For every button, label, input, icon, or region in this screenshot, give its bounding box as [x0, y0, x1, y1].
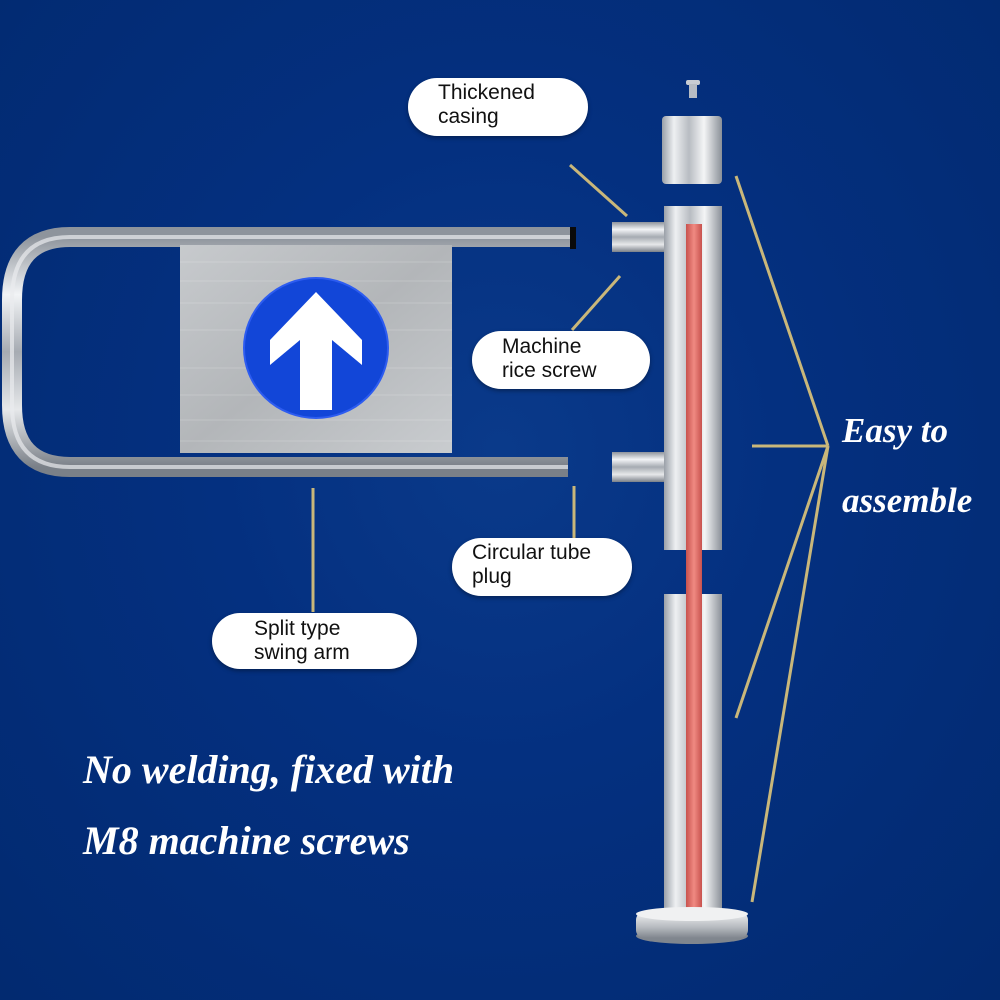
up-arrow-icon: [270, 292, 362, 410]
callout-thickened-casing: Thickened casing: [408, 78, 588, 136]
split-swing-arm: [2, 227, 576, 477]
leader-thickened-casing: [568, 163, 629, 218]
top-cap: [662, 116, 722, 184]
top-screw-head: [686, 80, 700, 85]
top-screw-shank: [689, 84, 697, 98]
callout-text-line2: swing arm: [254, 641, 350, 664]
leader-assemble-4: [750, 445, 830, 903]
callout-text-line2: casing: [438, 105, 499, 128]
callout-text-line1: Split type: [254, 617, 341, 640]
caption-easy-to-assemble: Easy to assemble: [842, 396, 972, 536]
callout-circular-tube-plug: Circular tube plug: [452, 538, 632, 596]
callout-text-line2: rice screw: [502, 359, 597, 382]
leader-lines: [311, 163, 830, 903]
caption-line1: Easy to: [842, 411, 948, 450]
callout-text-line2: plug: [472, 565, 512, 588]
upper-connector-stub: [612, 222, 666, 252]
tube-end-opening: [570, 227, 576, 249]
inner-core-rod: [686, 224, 702, 920]
leader-machine-screw: [570, 275, 622, 331]
lower-connector-stub: [612, 452, 666, 482]
callout-text-line1: Machine: [502, 335, 582, 358]
caption-no-welding: No welding, fixed with M8 machine screws: [83, 734, 454, 876]
leader-assemble-3: [734, 445, 830, 719]
caption-line2: assemble: [842, 481, 973, 520]
callout-machine-rice-screw: Machine rice screw: [472, 331, 650, 389]
pole-assembly: [612, 80, 748, 944]
caption-line2: M8 machine screws: [83, 818, 410, 863]
callout-text-line1: Thickened: [438, 81, 535, 104]
caption-line1: No welding, fixed with: [83, 747, 455, 792]
callout-text-line1: Circular tube: [472, 541, 592, 564]
callout-split-type-swing-arm: Split type swing arm: [212, 613, 417, 669]
leader-assemble-1: [734, 175, 830, 447]
